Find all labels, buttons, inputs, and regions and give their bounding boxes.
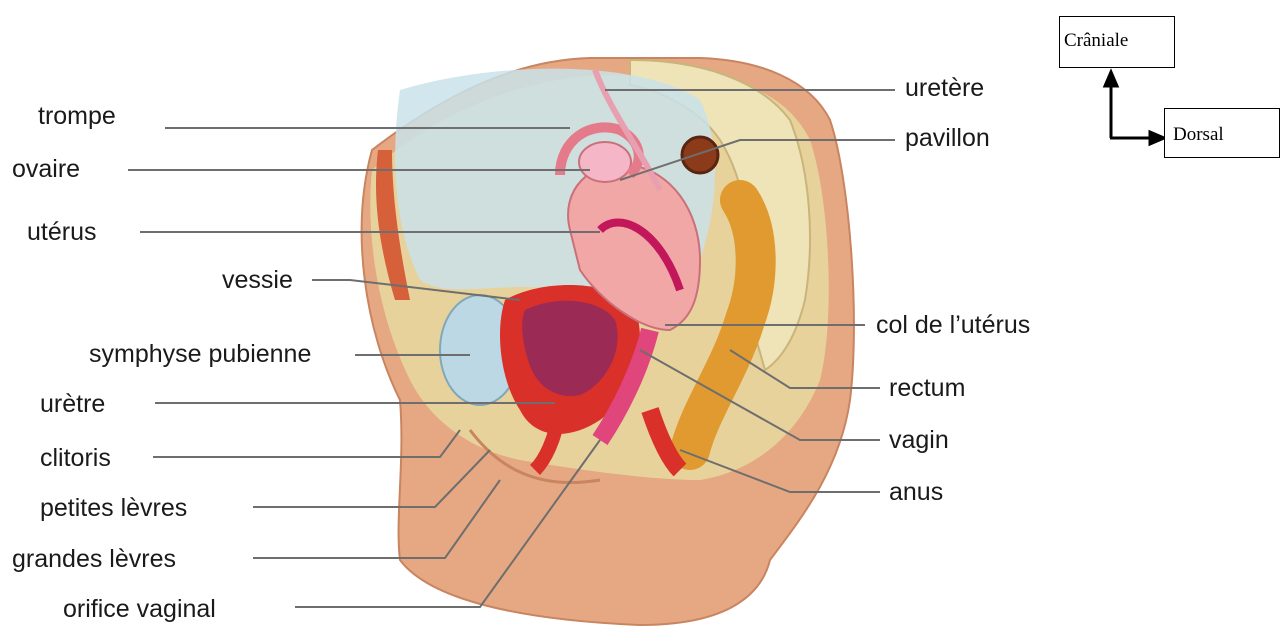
label-symphyse: symphyse pubienne <box>89 342 311 367</box>
label-orifice-vaginal: orifice vaginal <box>63 597 216 622</box>
label-rectum: rectum <box>889 376 965 401</box>
label-clitoris: clitoris <box>40 446 111 471</box>
label-grandes-levres: grandes lèvres <box>12 547 176 572</box>
label-uterus: utérus <box>27 220 96 245</box>
cranial-arrowhead <box>1105 72 1117 86</box>
label-uretere: uretère <box>905 76 984 101</box>
label-ovaire: ovaire <box>12 157 80 182</box>
label-anus: anus <box>889 480 943 505</box>
label-pavillon: pavillon <box>905 126 990 151</box>
dorsal-box: Dorsal <box>1164 108 1280 158</box>
orientation-arrows <box>1105 72 1164 144</box>
label-petites-levres: petites lèvres <box>40 496 187 521</box>
cranial-box: Crâniale <box>1059 16 1175 68</box>
label-col: col de l’utérus <box>876 313 1030 338</box>
ovary <box>579 142 631 182</box>
label-uretre: urètre <box>40 392 105 417</box>
dorsal-arrowhead <box>1150 132 1164 144</box>
label-vessie: vessie <box>222 268 293 293</box>
vessel <box>682 137 718 173</box>
dorsal-label: Dorsal <box>1173 124 1224 146</box>
label-vagin: vagin <box>889 428 949 453</box>
cranial-label: Crâniale <box>1064 30 1128 52</box>
label-trompe: trompe <box>38 104 116 129</box>
